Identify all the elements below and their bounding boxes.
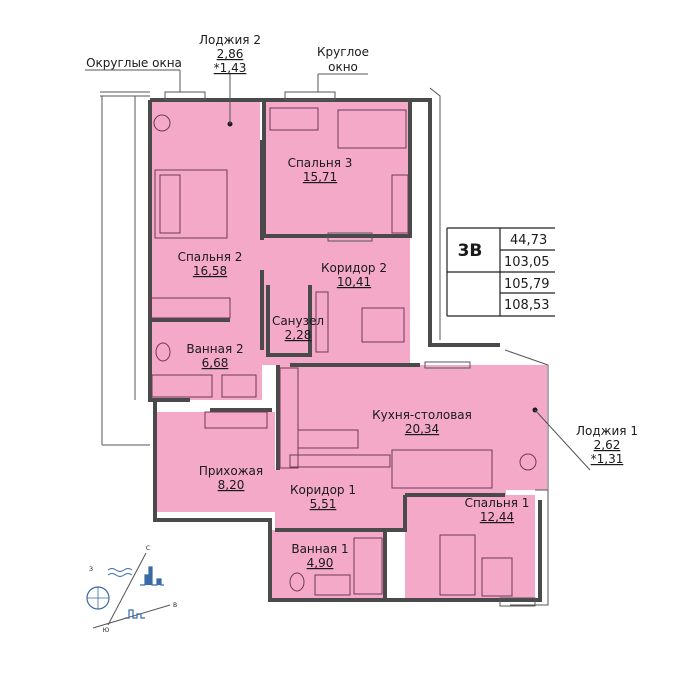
- corridor-1-area-value: 5,51: [310, 497, 337, 511]
- wc-name: Санузел: [272, 314, 324, 328]
- bedroom-2-area-value: 16,58: [193, 264, 227, 278]
- loggia-2-chair: [153, 114, 171, 132]
- bath-2-area-value: 6,68: [202, 356, 229, 370]
- kitchen-area-value: 20,34: [405, 422, 439, 436]
- hall-name: Прихожая: [199, 464, 263, 478]
- bed-bedroom-2: [154, 169, 228, 239]
- summary-value-1: 44,73: [510, 233, 547, 248]
- shoe-rack: [289, 454, 391, 468]
- bathtub-bath-2: [151, 374, 213, 398]
- loggia-1-area: 2,62: [594, 438, 621, 452]
- corridor-2-area-value: 10,41: [337, 275, 371, 289]
- rounded-windows-label: Округлые окна: [86, 56, 182, 70]
- loggia-2-name: Лоджия 2: [199, 33, 261, 47]
- bedroom-1-name: Спальня 1: [465, 496, 530, 510]
- bedroom-3-area-value: 15,71: [303, 170, 337, 184]
- desk-bedroom-3: [269, 107, 319, 131]
- bedroom-2-name: Спальня 2: [178, 250, 243, 264]
- annotations: Лоджия 2 2,86 *1,43 Округлые окна Кругло…: [86, 33, 638, 466]
- summary-value-4: 108,53: [504, 298, 550, 313]
- loggia-1-area: [505, 365, 547, 490]
- summary-value-2: 103,05: [504, 255, 550, 270]
- wardrobe-bedroom-3: [391, 174, 409, 234]
- leader-lines: [85, 69, 591, 471]
- furniture: [149, 107, 538, 597]
- sink-bath-1: [314, 574, 351, 596]
- room-labels: Спальня 3 15,71 Спальня 2 16,58 Коридор …: [178, 156, 530, 570]
- apartment-type: 3В: [458, 241, 483, 261]
- shelf-corridor-2: [315, 291, 329, 353]
- room-fills: [150, 100, 547, 600]
- corridor-1-area: [275, 470, 405, 530]
- loggia-2-area: 2,86: [217, 47, 244, 61]
- bathtub-bath-1: [353, 537, 383, 595]
- compass-north: С: [146, 545, 150, 552]
- hall-area: [155, 412, 275, 512]
- bed-bedroom-3: [337, 109, 407, 149]
- bath-1-name: Ванная 1: [291, 542, 348, 556]
- compass-east: В: [173, 602, 177, 609]
- bedroom-3-area: [264, 100, 410, 240]
- kitchen-counter: [279, 367, 299, 469]
- wc-area: [268, 285, 310, 355]
- desk-bedroom-1: [481, 557, 513, 597]
- bath-1-area-value: 4,90: [307, 556, 334, 570]
- sink-bath-2: [221, 374, 257, 398]
- window-kitchen: [424, 361, 471, 369]
- wardrobe-bedroom-2: [149, 297, 231, 319]
- bath-2-area: [150, 320, 262, 400]
- city-skyline-icon: [140, 566, 164, 586]
- bedroom-2-area: [150, 140, 262, 320]
- compass-south: Ю: [103, 627, 110, 634]
- wc-area-value: 2,28: [285, 328, 312, 342]
- toilet-bath-2: [155, 342, 171, 362]
- area-summary-table: 3В 44,73 103,05 105,79 108,53: [446, 227, 555, 317]
- window-bedroom-1: [499, 597, 536, 607]
- bedroom-1-area: [405, 495, 535, 600]
- toilet-bath-1: [289, 572, 305, 592]
- loggia-2-reduced: *1,43: [214, 61, 247, 75]
- corridor-1-name: Коридор 1: [290, 483, 356, 497]
- compass-west: З: [89, 566, 93, 573]
- loggia-2-area: [150, 100, 260, 140]
- corridor-2-name: Коридор 2: [321, 261, 387, 275]
- sofa: [391, 449, 493, 489]
- water-icon: [107, 568, 133, 577]
- kitchen-name: Кухня-столовая: [372, 408, 472, 422]
- bedroom-3-name: Спальня 3: [288, 156, 353, 170]
- rounded-window-left: [164, 91, 206, 101]
- loggia-1-chair: [519, 453, 537, 471]
- kitchen-island: [297, 429, 359, 449]
- rounded-window-right: [284, 91, 336, 101]
- loggia-1-name: Лоджия 1: [576, 424, 638, 438]
- city-skyline-small-icon: [125, 609, 145, 619]
- bed-bedroom-1: [439, 534, 476, 596]
- round-window-label-2: окно: [328, 60, 358, 74]
- window-bedroom-3: [327, 232, 373, 242]
- wardrobe-hall: [204, 411, 268, 429]
- hall-area-value: 8,20: [218, 478, 245, 492]
- compass-axis-ew: [92, 604, 171, 629]
- bedroom-1-area-value: 12,44: [480, 510, 514, 524]
- outer-lines: [100, 87, 549, 607]
- bath-2-name: Ванная 2: [186, 342, 243, 356]
- dining-table: [361, 307, 405, 343]
- compass-axis-ns: [107, 552, 147, 626]
- compass: С Ю В З: [86, 545, 177, 634]
- loggia-1-reduced: *1,31: [591, 452, 624, 466]
- summary-value-3: 105,79: [504, 277, 550, 292]
- round-window-label-1: Круглое: [317, 45, 369, 59]
